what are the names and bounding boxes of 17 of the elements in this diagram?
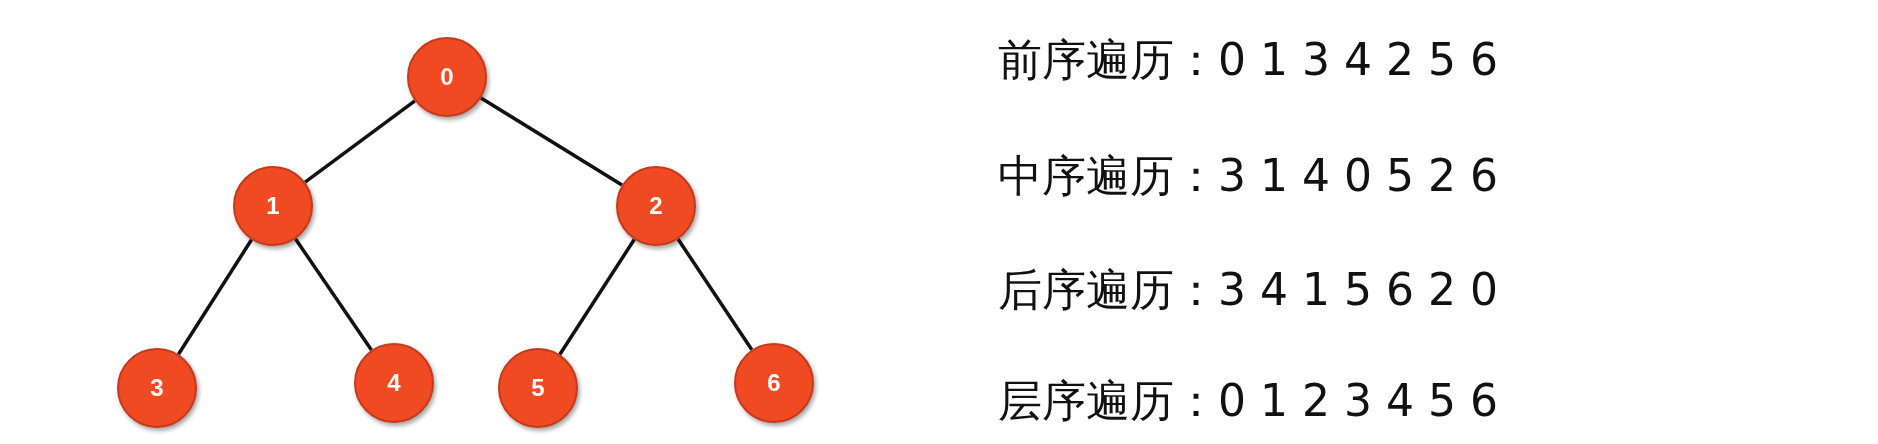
tree-node-circle: 2 <box>616 166 696 246</box>
tree-node-circle: 3 <box>117 348 197 428</box>
traversal-text: 中序遍历：3 1 4 0 5 2 6 <box>998 154 1498 198</box>
tree-node-circle: 1 <box>233 166 313 246</box>
tree-edge <box>480 96 623 187</box>
traversal-text: 前序遍历：0 1 3 4 2 5 6 <box>998 38 1498 82</box>
tree-edge <box>177 238 253 356</box>
tree-node-circle: 6 <box>734 343 814 423</box>
tree-node-circle: 4 <box>354 343 434 423</box>
tree-edge <box>558 238 636 356</box>
traversal-text: 层序遍历：0 1 2 3 4 5 6 <box>998 379 1498 423</box>
tree-edge <box>304 99 416 184</box>
tree-node-circle: 5 <box>498 348 578 428</box>
traversal-text: 后序遍历：3 4 1 5 6 2 0 <box>998 268 1498 312</box>
tree-edge <box>676 238 754 351</box>
tree-node-circle: 0 <box>407 37 487 117</box>
tree-edge <box>294 238 373 351</box>
